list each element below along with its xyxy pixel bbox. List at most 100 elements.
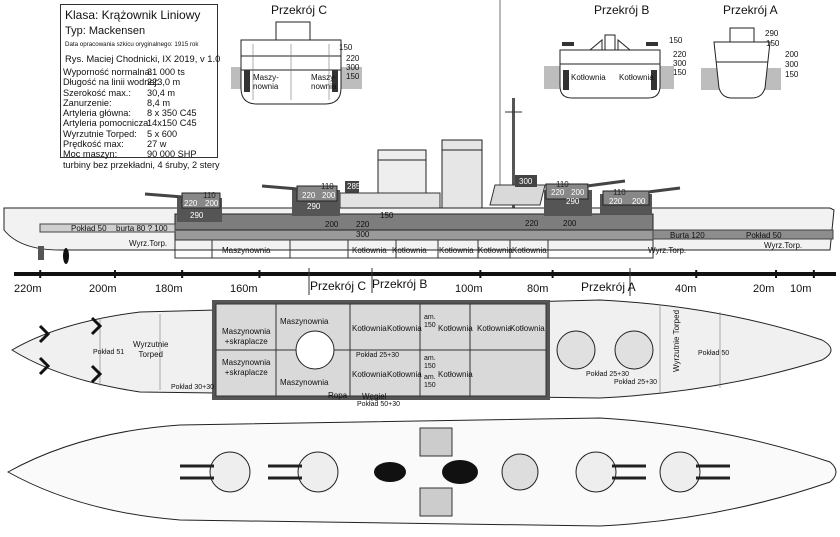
spec-value: 223,0 m [147,77,181,88]
t4-a: 110 [613,188,626,197]
turret-profile-1 [144,192,222,222]
scale-100m: 100m [455,283,483,295]
label-boiler-1: Kotłownia [352,246,387,255]
plan-propeller-1 [38,324,51,344]
plan-torped-r: Wyrzutnie Torped [672,309,681,372]
t1-d: 290 [190,211,204,220]
plan-maszyn-1: Maszynownia+skraplacze [222,327,270,347]
section-a-thick-4: 300 [785,60,799,69]
label-belt-300: 300 [356,230,370,239]
section-b-room-2: Kotłownia [619,73,654,82]
section-c-thick-4: 150 [346,72,360,81]
turret-4-house [602,190,650,206]
plan-line: 150 [424,363,436,370]
label-boiler-5: Kotłownia [512,246,547,255]
section-b-belt-l [563,70,569,90]
section-b-belt-r [651,70,657,90]
scale-tick [775,270,778,278]
t1-b: 220 [184,199,198,208]
plan-am-2: am.150 [424,355,436,371]
scale-200m: 200m [89,283,117,295]
top-funnel-fwd [442,460,478,484]
label-belt-200r: 200 [563,219,577,228]
plan-ropa: Ropa [328,391,348,400]
label-belt-80: burta 80 ? 100 [116,224,168,233]
section-a-thick-5: 150 [785,70,799,79]
section-b-funnel [604,34,616,51]
t3-d: 290 [566,197,580,206]
section-a-thick-1: 290 [765,29,779,38]
plan-kot-8: Kotłownia [438,370,473,379]
room-line: Maszy- [311,73,337,82]
label-torp-r: Wyrz.Torp. [648,246,687,255]
section-b-vent-r [617,38,632,51]
plan-barbette-fwd-2 [614,330,654,370]
plan-line: 150 [424,382,436,389]
label-belt-200: 200 [325,220,339,229]
scale-tick [181,270,184,278]
section-b-thick-3: 300 [673,59,687,68]
scale-20m: 20m [753,283,775,295]
propeller-profile [63,248,69,264]
label-torp-rr: Wyrz.Torp. [764,241,803,250]
label-belt-120: Burta 120 [670,231,705,240]
scale-tick [39,270,42,278]
fore-bridge [489,184,546,206]
author-line: Rys. Maciej Chodnicki, IX 2019, v 1.0 [65,53,221,64]
plan-line: Maszynownia [222,358,271,367]
scale-przekroj-c: Przekrój C [310,279,367,293]
plan-kot-7: Kotłownia [387,370,422,379]
turret-4-gun [647,186,681,194]
turret-profile-3 [544,179,626,216]
section-c-turret [275,21,311,41]
t2-b: 220 [302,191,316,200]
plan-kot-3: Kotłownia [438,324,473,333]
plan-line: am. [424,355,436,362]
plan-line: +skraplacze [224,368,268,377]
plan-propeller-4 [90,364,103,384]
scale-tick [812,270,815,278]
section-b [544,34,674,99]
section-a-title: Przekrój A [723,3,778,17]
room-line: Maszy- [253,73,279,82]
t4-c: 200 [632,197,646,206]
scale-tick [479,270,482,278]
plan-deck51: Pokład 51 [93,349,125,356]
plan-kot-4: Kotłownia [477,324,512,333]
scale-80m: 80m [527,283,549,295]
top-turret-2 [297,451,339,493]
scale-180m: 180m [155,283,183,295]
t1-c: 200 [205,199,219,208]
t2-d: 290 [307,202,321,211]
t1-a: 110 [203,191,216,200]
scale-bar [14,268,836,296]
plan-deck3030: Pokład 30+30 [171,384,215,391]
upper-belt [174,213,654,231]
plan-line: +skraplacze [224,337,268,346]
label-belt-220: 220 [356,220,370,229]
spec-value: 14x150 C45 [147,118,197,129]
section-c-title: Przekrój C [271,3,328,17]
label-300: 300 [519,177,533,186]
section-b-thick-1: 150 [669,36,683,45]
plan-line: am. [424,314,436,321]
plan-kot-1: Kotłownia [352,324,387,333]
plan-wegiel: Węgiel [362,392,387,401]
machinery-block [174,239,654,259]
top-view [6,417,837,527]
funnel-300-box [515,175,537,187]
t3-a: 110 [556,180,569,189]
section-b-hull [559,49,661,99]
section-b-vent-l [588,38,603,51]
top-hull [6,417,837,527]
plan-maszyn-2: Maszynownia+skraplacze [222,358,270,378]
plan-deck2530-a: Pokład 25+30 [356,352,400,359]
scale-tick-group [39,270,815,278]
scale-160m: 160m [230,283,258,295]
plan-am-3: am.150 [424,374,436,390]
scale-przekroj-a: Przekrój A [581,280,636,294]
section-a-turret [729,27,755,43]
section-b-room-1: Kotłownia [571,73,606,82]
spec-value: 90 000 SHP [147,149,197,160]
plan-propeller-3 [90,316,103,336]
